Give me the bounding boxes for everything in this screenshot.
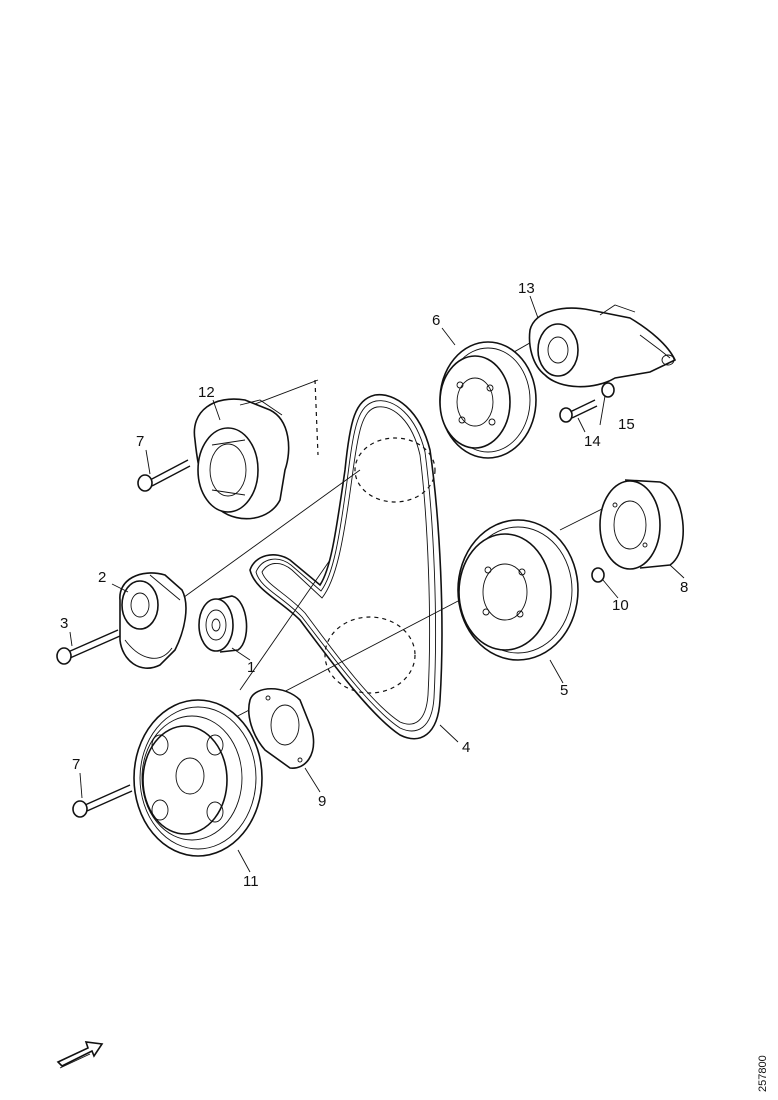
bolt-7-lower: [72, 784, 133, 818]
idler-pulley-1: [198, 595, 248, 653]
pulley-5: [457, 519, 579, 661]
bolt-3: [56, 629, 121, 665]
callout-4: 4: [462, 739, 470, 756]
callout-7-upper: 7: [136, 433, 144, 450]
callout-1: 1: [247, 659, 255, 676]
callout-3: 3: [60, 615, 68, 632]
callout-15: 15: [618, 416, 635, 433]
flange-plate-9: [248, 688, 315, 769]
callout-14: 14: [584, 433, 601, 450]
bolt-14: [559, 399, 598, 423]
callout-10: 10: [612, 597, 629, 614]
housing-12: [193, 398, 290, 520]
callout-ticks: [69, 295, 685, 873]
callout-13: 13: [518, 280, 535, 297]
bracket-13: [528, 304, 677, 388]
ghost-pulley-lower: [324, 616, 416, 694]
washer-15: [601, 382, 615, 398]
callout-labels: 1 2 3 4 5 6 7 7 8 9 10 11 12 13 14 15: [60, 280, 688, 890]
pulley-8: [599, 479, 684, 570]
bolt-7-upper: [137, 459, 191, 492]
callout-5: 5: [560, 682, 568, 699]
callout-6: 6: [432, 312, 440, 329]
callout-8: 8: [680, 579, 688, 596]
callout-11: 11: [243, 873, 259, 890]
belt-4: [249, 393, 443, 740]
tensioner-2: [119, 572, 187, 669]
pulley-6: [439, 341, 537, 459]
crankshaft-pulley-11: [133, 699, 263, 857]
callout-7-lower: 7: [72, 756, 80, 773]
part-id-label: 257800: [757, 1055, 769, 1092]
callout-9: 9: [318, 793, 326, 810]
callout-12: 12: [198, 384, 215, 401]
ghost-leader-12: [314, 379, 319, 456]
direction-arrow-icon: [56, 1041, 104, 1069]
ghost-pulley-upper: [354, 437, 436, 503]
bolt-10: [591, 567, 605, 583]
callout-2: 2: [98, 569, 106, 586]
